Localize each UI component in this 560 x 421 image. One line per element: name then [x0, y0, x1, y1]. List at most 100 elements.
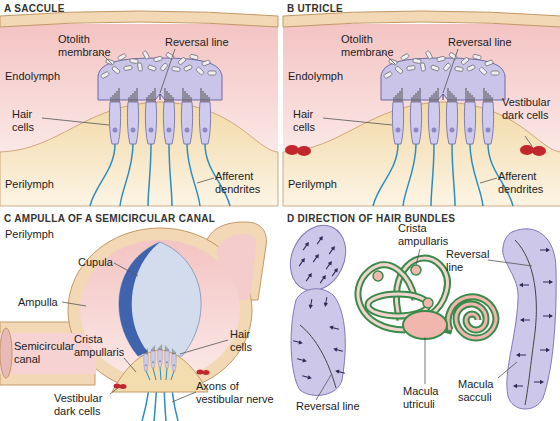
hair-bundle-panel-part [540, 248, 550, 252]
ampulla-panel-part-part [124, 358, 136, 372]
structure-label: Otolith membrane [58, 33, 116, 59]
structure-label: Afferent dendrites [498, 170, 552, 196]
structure-label: Hair cells [12, 108, 42, 134]
structure-label: Macula utriculi [403, 385, 449, 411]
structure-label: Crista ampullaris [74, 333, 130, 359]
hair-bundle-panel-part [329, 325, 340, 332]
hair-bundle-panel-part [323, 297, 329, 308]
hair-bundle-panel-part-part [448, 297, 496, 338]
hair-bundle-panel-part [520, 318, 530, 322]
hair-bundle-panel-part [327, 245, 336, 256]
structure-label: Reversal line [446, 248, 494, 274]
utricle-panel-part [283, 11, 560, 206]
hair-bundle-panel-part-part [416, 249, 420, 265]
saccule-panel [0, 11, 278, 206]
panel-title: A SACCULE [4, 2, 224, 15]
hair-bundle-panel-part [280, 216, 356, 300]
hair-bundle-panel-part [293, 339, 304, 346]
region-label: Endolymph [288, 70, 368, 83]
structure-label: Ampulla [18, 296, 78, 309]
hair-bundle-panel-part [301, 241, 310, 252]
hair-bundle-panel-part [311, 253, 320, 264]
utricle-panel-part [520, 145, 546, 156]
ampulla-panel-part-part [110, 388, 118, 394]
panel-title: C AMPULLA OF A SEMICIRCULAR CANAL [4, 212, 274, 225]
region-label: Perilymph [5, 178, 85, 191]
hair-bundle-panel-part [315, 235, 324, 246]
utricle-panel [283, 11, 560, 206]
hair-bundle-panel-part [534, 380, 544, 384]
structure-label: Cupula [78, 256, 138, 269]
hair-bundle-panel-part [540, 348, 550, 352]
hair-bundle-panel-part [513, 384, 523, 388]
region-label: Perilymph [288, 178, 368, 191]
ampulla-panel-part [172, 348, 176, 370]
hair-bundle-panel-part [503, 229, 556, 409]
hair-bundle-panel-part-part [425, 337, 426, 384]
hair-bundle-panel-part-part [316, 375, 331, 400]
ampulla-panel-part [144, 348, 148, 370]
hair-bundle-panel-part [403, 311, 447, 339]
hair-bundle-panel-part-part [498, 362, 517, 378]
hair-bundle-panel-part [316, 249, 532, 400]
structure-label: Axons of vestibular nerve [196, 380, 276, 406]
structure-label: Otolith membrane [341, 33, 399, 59]
saccule-panel-part [42, 49, 214, 183]
hair-bundle-panel-part-part [488, 260, 532, 266]
hair-bundle-panel-part [302, 374, 313, 381]
ampulla-panel-part [165, 345, 169, 367]
structure-label: Hair cells [230, 328, 262, 354]
hair-bundle-panel-part [308, 299, 314, 310]
structure-label: Crista ampullaris [398, 222, 454, 248]
hair-bundle-panel-part [324, 260, 333, 271]
ampulla-panel-part [146, 367, 174, 380]
saccule-panel-part-part [197, 178, 214, 183]
structure-label: Hair cells [293, 108, 323, 134]
utricle-panel-part-part [443, 49, 458, 93]
ampulla-panel-part-part [180, 340, 228, 354]
structure-label: Reversal line [296, 400, 386, 413]
hair-bundle-panel-part [333, 347, 344, 354]
ampulla-panel-part-part [146, 367, 174, 380]
structure-label: Reversal line [448, 36, 538, 49]
ampulla-panel-part-part [172, 392, 196, 402]
structure-label: Vestibular dark cells [54, 392, 112, 418]
utricle-panel-part-part [525, 136, 532, 146]
region-label: Perilymph [5, 228, 85, 241]
hair-bundle-panel-part [335, 369, 346, 376]
structure-label: Afferent dendrites [215, 170, 269, 196]
ampulla-panel-part [114, 384, 127, 390]
ampulla-panel-part [119, 242, 160, 356]
hair-bundle-panel [280, 216, 556, 409]
ampulla-panel-part [158, 344, 162, 366]
region-label: Endolymph [5, 70, 85, 83]
saccule-panel-part [0, 11, 278, 206]
hair-bundle-panel-part [411, 265, 421, 275]
structure-label: Semicircular canal [14, 340, 82, 366]
hair-bundle-panel-part [318, 274, 327, 285]
hair-bundle-panel-part [358, 258, 496, 338]
structure-label: Macula sacculi [458, 378, 504, 404]
hair-bundle-panel-part [543, 280, 553, 284]
ampulla-panel-part [151, 345, 155, 367]
panel-title: B UTRICLE [287, 2, 507, 15]
hair-bundle-panel-part [330, 267, 339, 278]
utricle-panel-part-part [323, 118, 392, 125]
ampulla-panel-part [197, 370, 210, 376]
ampulla-panel-part [119, 242, 201, 356]
saccule-panel-part-part [42, 118, 109, 125]
structure-label: Vestibular dark cells [502, 96, 559, 122]
hair-bundle-panel-part [297, 357, 308, 364]
hair-bundle-panel-part [516, 353, 526, 357]
ampulla-panel-part-part [62, 302, 86, 306]
hair-bundle-panel-part [297, 257, 306, 268]
hair-bundle-panel-part [373, 271, 383, 281]
hair-bundle-panel-part [300, 325, 336, 388]
ampulla-panel-part-part [114, 263, 138, 276]
structure-label: Reversal line [165, 36, 255, 49]
hair-bundle-panel-part [304, 272, 313, 283]
utricle-panel-part [285, 145, 311, 156]
utricle-panel-part-part [480, 178, 497, 183]
saccule-panel-part-part [160, 49, 175, 93]
